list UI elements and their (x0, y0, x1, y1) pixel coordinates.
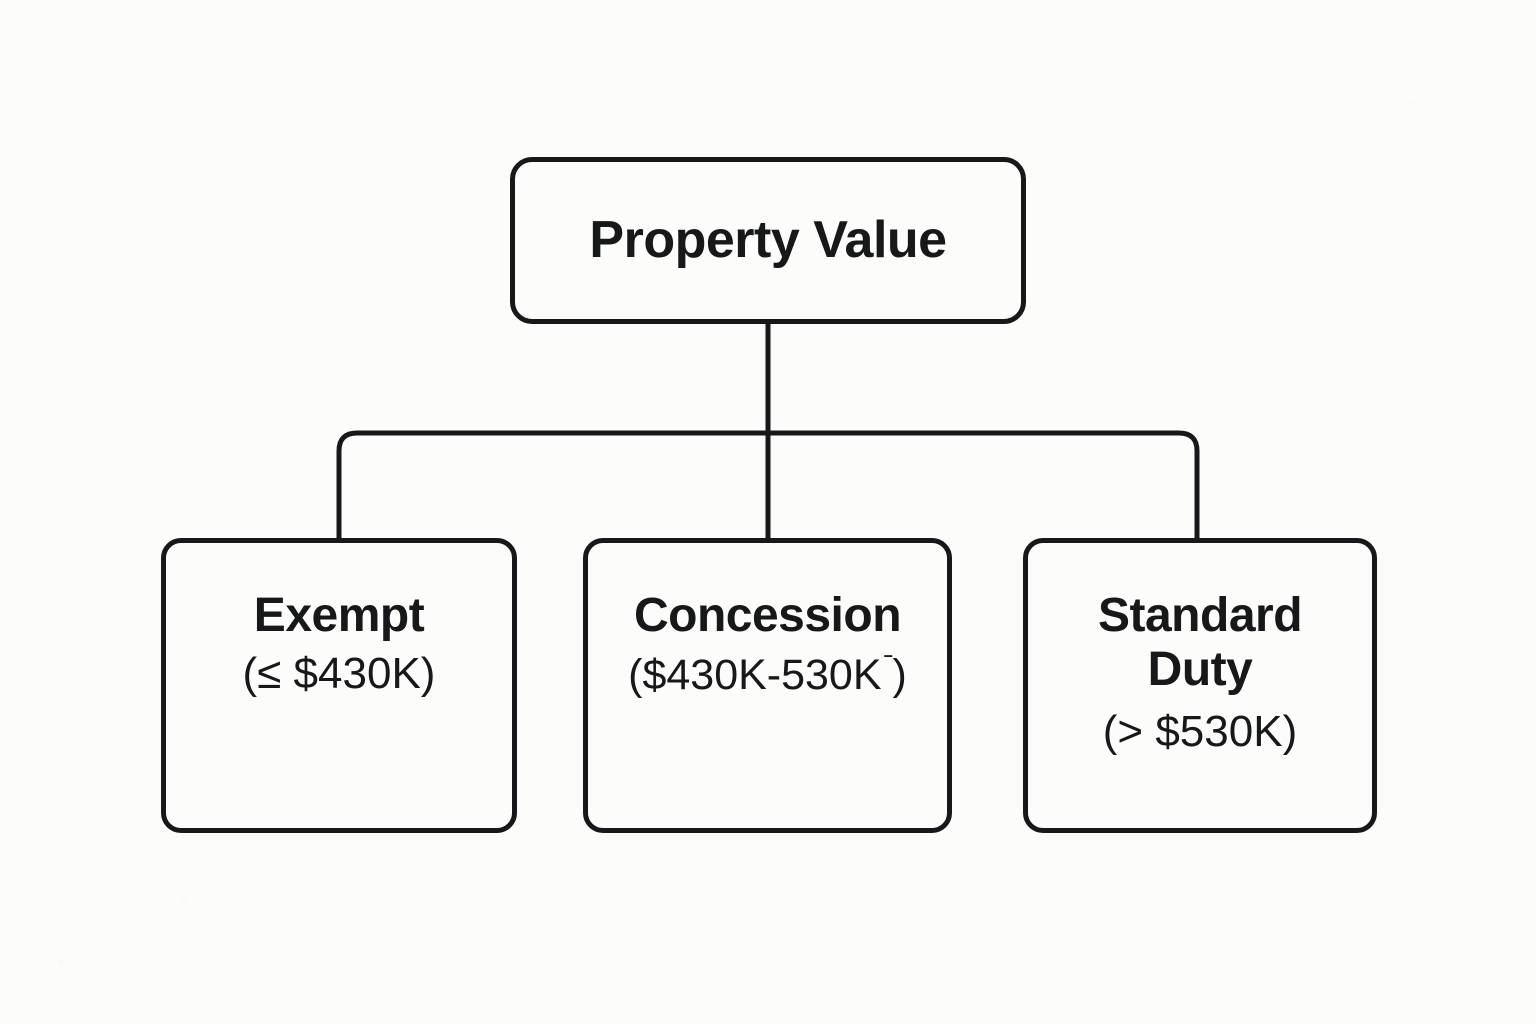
node-standard-duty-label: Standard Duty (1097, 589, 1303, 696)
node-concession-range-suffix: ) (892, 650, 907, 699)
node-exempt[interactable]: Exempt (≤ $430K) (161, 538, 517, 833)
node-property-value[interactable]: Property Value (510, 157, 1026, 324)
edge-root-to-exempt (336, 430, 768, 538)
node-exempt-label: Exempt (253, 589, 425, 642)
node-property-value-label: Property Value (589, 211, 947, 270)
node-concession[interactable]: Concession ($430K-530Kˉ) (583, 538, 952, 833)
node-concession-range-prefix: ($430K-530K (628, 650, 882, 699)
node-concession-range: ($430K-530Kˉ) (628, 649, 907, 700)
node-standard-duty-range: (> $530K) (1102, 706, 1298, 756)
node-concession-label: Concession (633, 589, 902, 642)
edge-root-to-standard (768, 430, 1200, 538)
node-standard-duty[interactable]: Standard Duty (> $530K) (1023, 538, 1377, 833)
node-exempt-range: (≤ $430K) (242, 648, 436, 698)
node-concession-range-artifact: ˉ (883, 648, 894, 682)
